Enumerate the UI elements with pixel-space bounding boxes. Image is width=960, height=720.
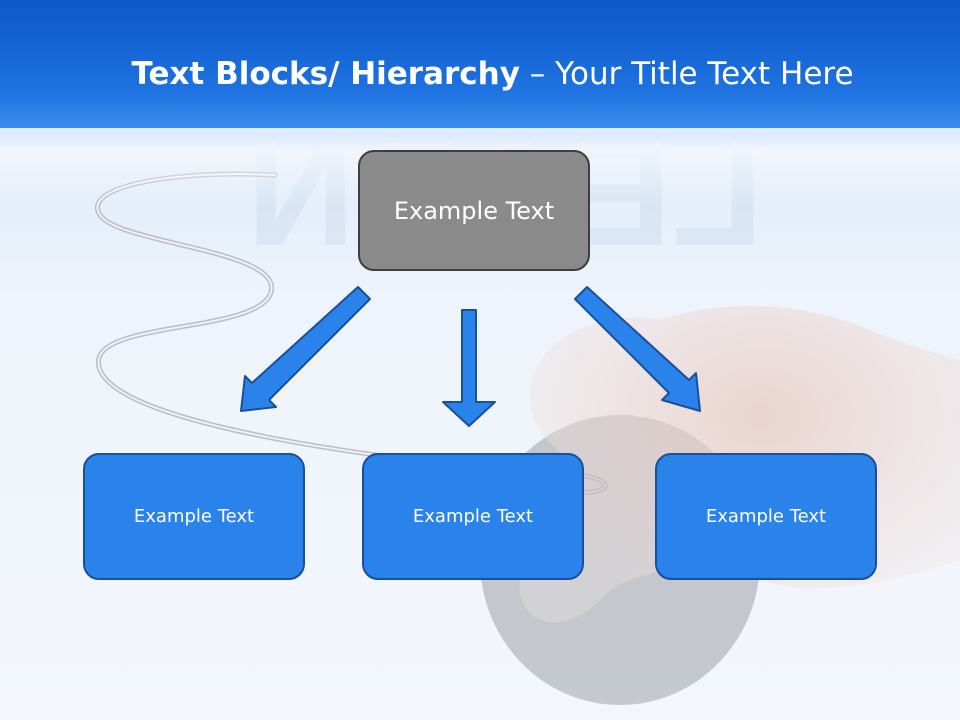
top-box-label: Example Text [393,196,555,225]
slide-title: Text Blocks/ Hierarchy – Your Title Text… [0,54,960,94]
top-box: Example Text [358,150,590,271]
child-box-label: Example Text [705,506,827,527]
arrow-center [442,309,496,427]
title-bold: Text Blocks/ Hierarchy [131,56,520,92]
child-box-label: Example Text [133,506,255,527]
arrow-right [574,286,701,412]
child-box-right: Example Text [655,453,877,580]
child-box-left: Example Text [83,453,305,580]
child-box-center: Example Text [362,453,584,580]
title-rest: – Your Title Text Here [519,56,854,92]
arrow-left [240,286,371,412]
child-box-label: Example Text [412,506,534,527]
